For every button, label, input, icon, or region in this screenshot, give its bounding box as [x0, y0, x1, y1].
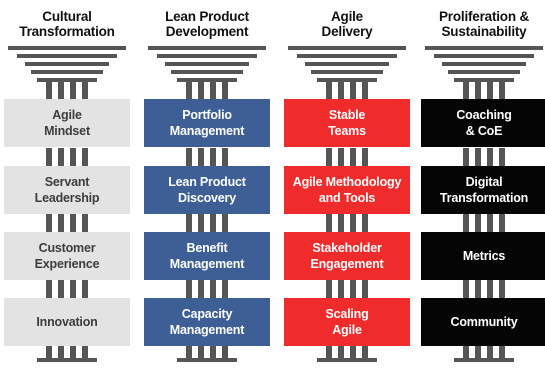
column-shaft [186, 214, 228, 232]
pillar-agile-delivery: Agile Delivery Stable Teams Agile Method… [284, 0, 410, 368]
capital-step [171, 70, 243, 74]
pillar-item: Digital Transformation [421, 166, 545, 214]
pillar-item: Benefit Management [144, 232, 270, 280]
pillar-item: Customer Experience [4, 232, 130, 280]
pillar-title: Lean Product Development [165, 9, 249, 39]
capital-step [37, 78, 97, 82]
capital-step [454, 78, 514, 82]
capital-step [425, 46, 543, 50]
column-shaft [186, 280, 228, 298]
capital-step [17, 54, 117, 58]
capital-step [317, 78, 377, 82]
capital-step [31, 70, 103, 74]
capital-step [157, 54, 257, 58]
column-shaft [326, 346, 368, 358]
pillar-cultural-transformation: Cultural Transformation Agile Mindset Se… [4, 0, 130, 368]
column-shaft [463, 82, 505, 99]
column-shaft [463, 280, 505, 298]
column-shaft [326, 148, 368, 166]
column-shaft [46, 82, 88, 99]
capital-step [8, 46, 126, 50]
pillar-proliferation-sustainability: Proliferation & Sustainability Coaching … [421, 0, 545, 368]
column-shaft [463, 346, 505, 358]
capital-step [448, 70, 520, 74]
pillar-item: Portfolio Management [144, 99, 270, 147]
column-shaft [46, 214, 88, 232]
pillar-item: Stakeholder Engagement [284, 232, 410, 280]
column-shaft [463, 148, 505, 166]
column-shaft [46, 280, 88, 298]
pillar-item: Coaching & CoE [421, 99, 545, 147]
pillar-lean-product-development: Lean Product Development Portfolio Manag… [144, 0, 270, 368]
pillar-item: Community [421, 298, 545, 346]
column-shaft [46, 148, 88, 166]
capital-step [165, 62, 249, 66]
pillar-item: Capacity Management [144, 298, 270, 346]
capital-step [297, 54, 397, 58]
pillar-item: Lean Product Discovery [144, 166, 270, 214]
capital-step [305, 62, 389, 66]
pillar-item: Innovation [4, 298, 130, 346]
capital-step [177, 78, 237, 82]
pillar-title: Proliferation & Sustainability [438, 9, 529, 39]
column-shaft [326, 214, 368, 232]
column-base [37, 358, 97, 362]
column-shaft [46, 346, 88, 358]
capital-step [442, 62, 526, 66]
capital-step [434, 54, 534, 58]
column-base [317, 358, 377, 362]
pillar-item: Scaling Agile [284, 298, 410, 346]
column-shaft [463, 214, 505, 232]
pillar-title: Cultural Transformation [19, 9, 115, 39]
column-base [454, 358, 514, 362]
column-shaft [186, 148, 228, 166]
column-shaft [186, 82, 228, 99]
column-shaft [326, 280, 368, 298]
capital-step [311, 70, 383, 74]
pillar-title: Agile Delivery [321, 9, 373, 39]
capital-step [288, 46, 406, 50]
pillar-item: Metrics [421, 232, 545, 280]
capital-step [25, 62, 109, 66]
pillar-item: Agile Mindset [4, 99, 130, 147]
pillar-item: Servant Leadership [4, 166, 130, 214]
column-shaft [186, 346, 228, 358]
column-base [177, 358, 237, 362]
capital-step [148, 46, 266, 50]
pillar-item: Agile Methodology and Tools [284, 166, 410, 214]
column-shaft [326, 82, 368, 99]
pillar-item: Stable Teams [284, 99, 410, 147]
